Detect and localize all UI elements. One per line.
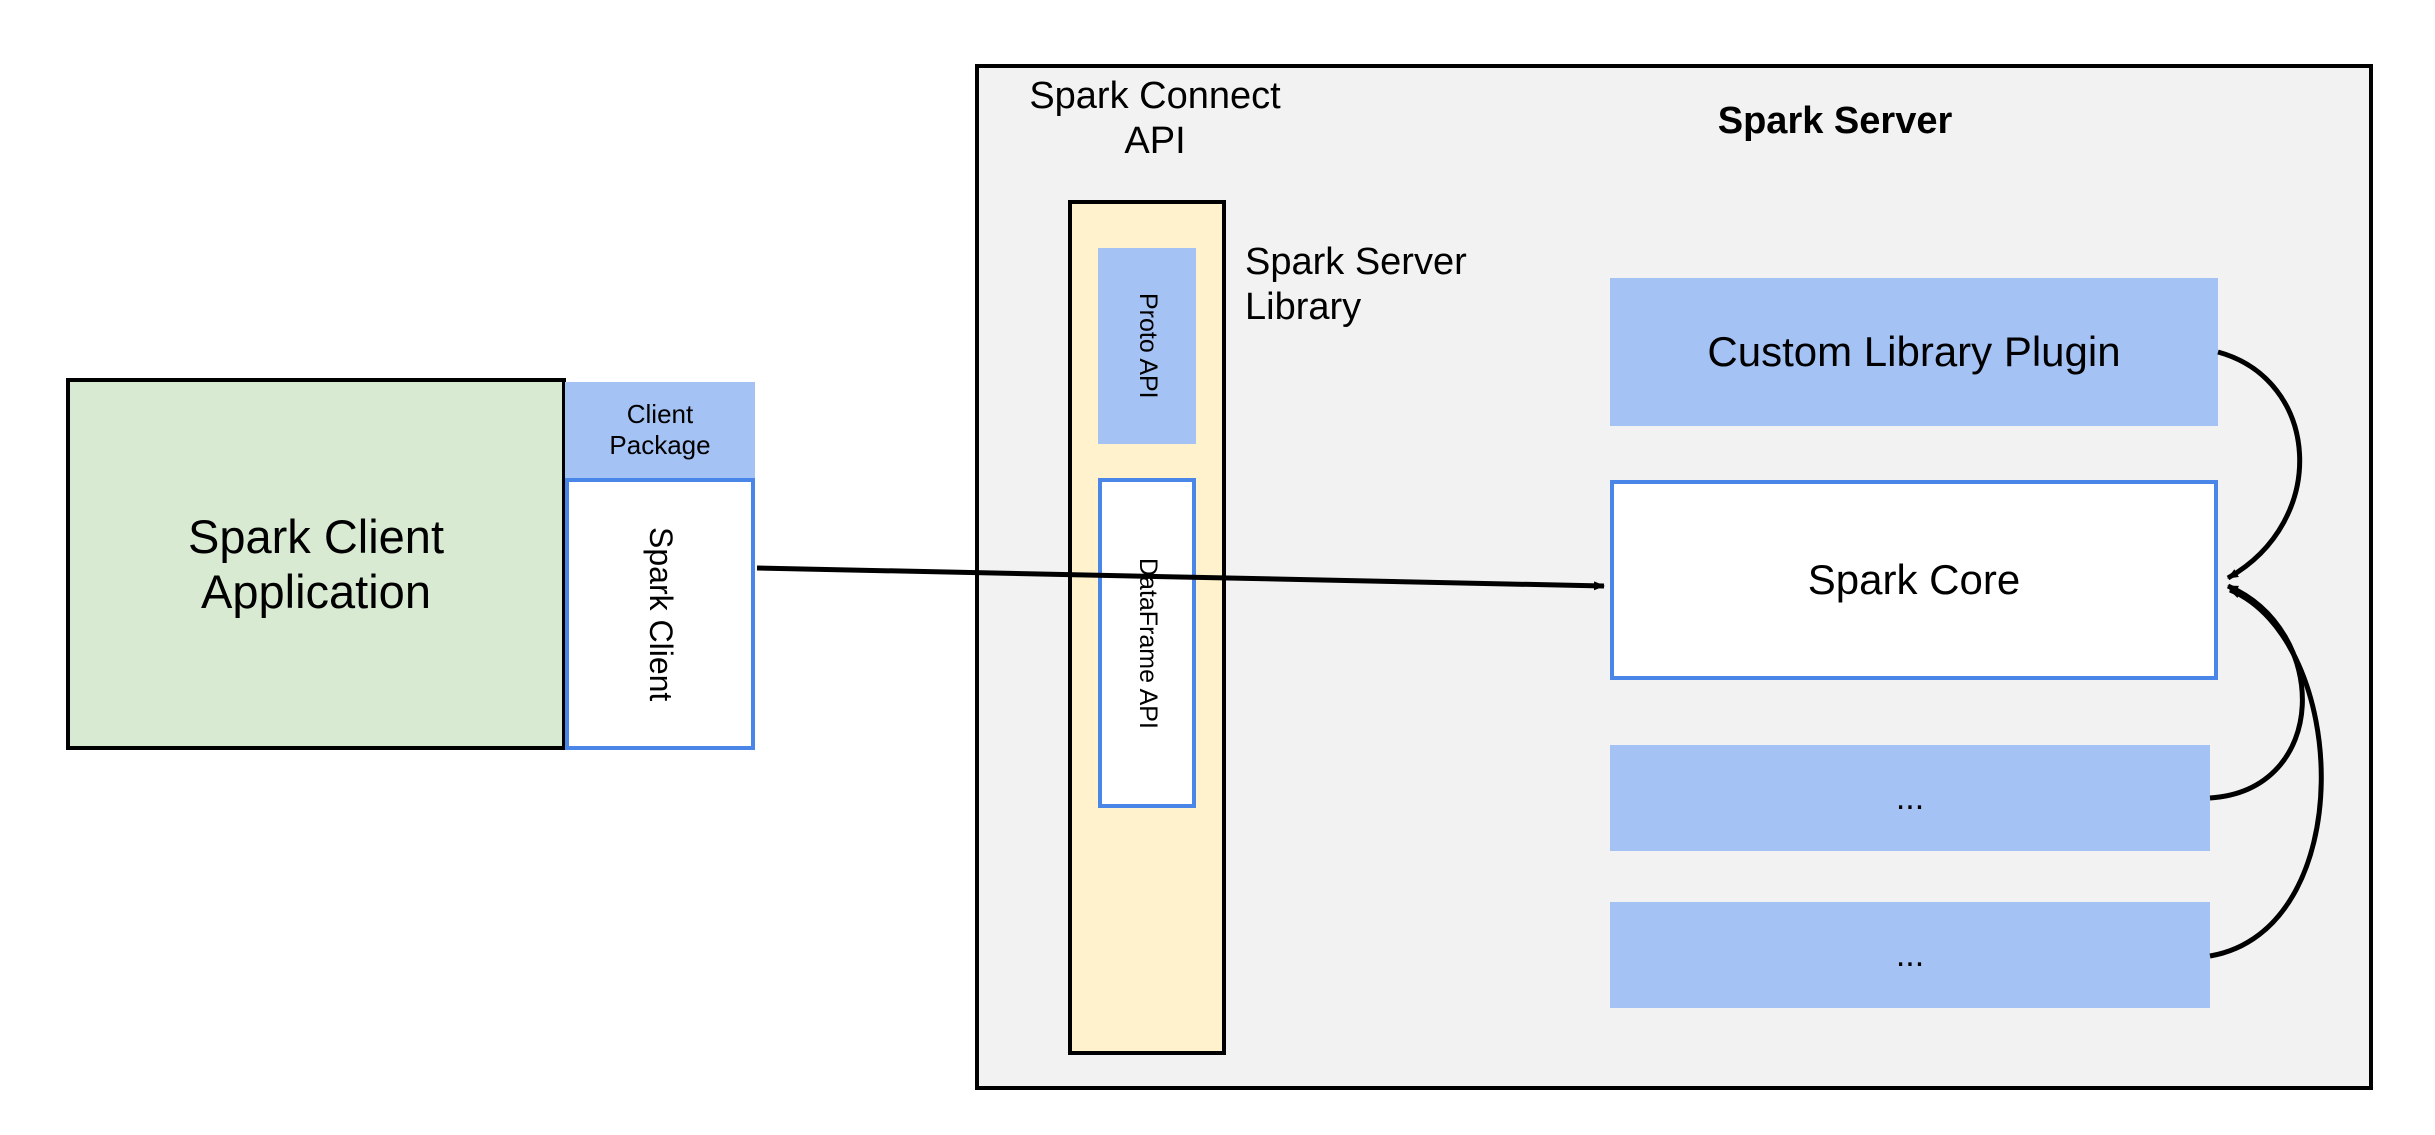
server-library-label-line2: Library — [1245, 285, 1362, 328]
placeholder-box-1[interactable]: ... — [1610, 745, 2210, 851]
server-library-label-line1: Spark Server — [1245, 241, 1467, 283]
custom-library-plugin-label: Custom Library Plugin — [1707, 328, 2121, 376]
connect-api-label-line1: Spark Connect — [1029, 75, 1281, 117]
connect-api-label-line2: API — [1124, 119, 1186, 162]
client-app-label-line2: Application — [201, 565, 431, 618]
placeholder-box-2-label: ... — [1895, 935, 1925, 974]
spark-client-label: Spark Client — [642, 526, 679, 702]
spark-server-title: Spark Server — [1717, 99, 1953, 142]
client-package-box[interactable]: Client Package — [565, 382, 755, 478]
dataframe-api-label: DataFrame API — [1133, 557, 1162, 729]
client-package-label-line1: Client — [626, 399, 694, 430]
spark-server-library-label: Spark Server Library — [1245, 240, 1515, 340]
placeholder-box-1-label: ... — [1895, 778, 1925, 817]
spark-client-application-box[interactable]: Spark Client Application — [66, 378, 566, 750]
placeholder-box-2[interactable]: ... — [1610, 902, 2210, 1008]
client-package-label-line2: Package — [609, 430, 711, 460]
spark-client-box[interactable]: Spark Client — [565, 478, 755, 750]
spark-core-box[interactable]: Spark Core — [1610, 480, 2218, 680]
custom-library-plugin-box[interactable]: Custom Library Plugin — [1610, 278, 2218, 426]
client-app-label-line1: Spark Client — [188, 509, 444, 563]
spark-connect-api-label: Spark Connect API — [1010, 68, 1300, 164]
proto-api-box[interactable]: Proto API — [1098, 248, 1196, 444]
proto-api-label: Proto API — [1133, 293, 1162, 399]
spark-core-label: Spark Core — [1807, 556, 2021, 604]
dataframe-api-box[interactable]: DataFrame API — [1098, 478, 1196, 808]
